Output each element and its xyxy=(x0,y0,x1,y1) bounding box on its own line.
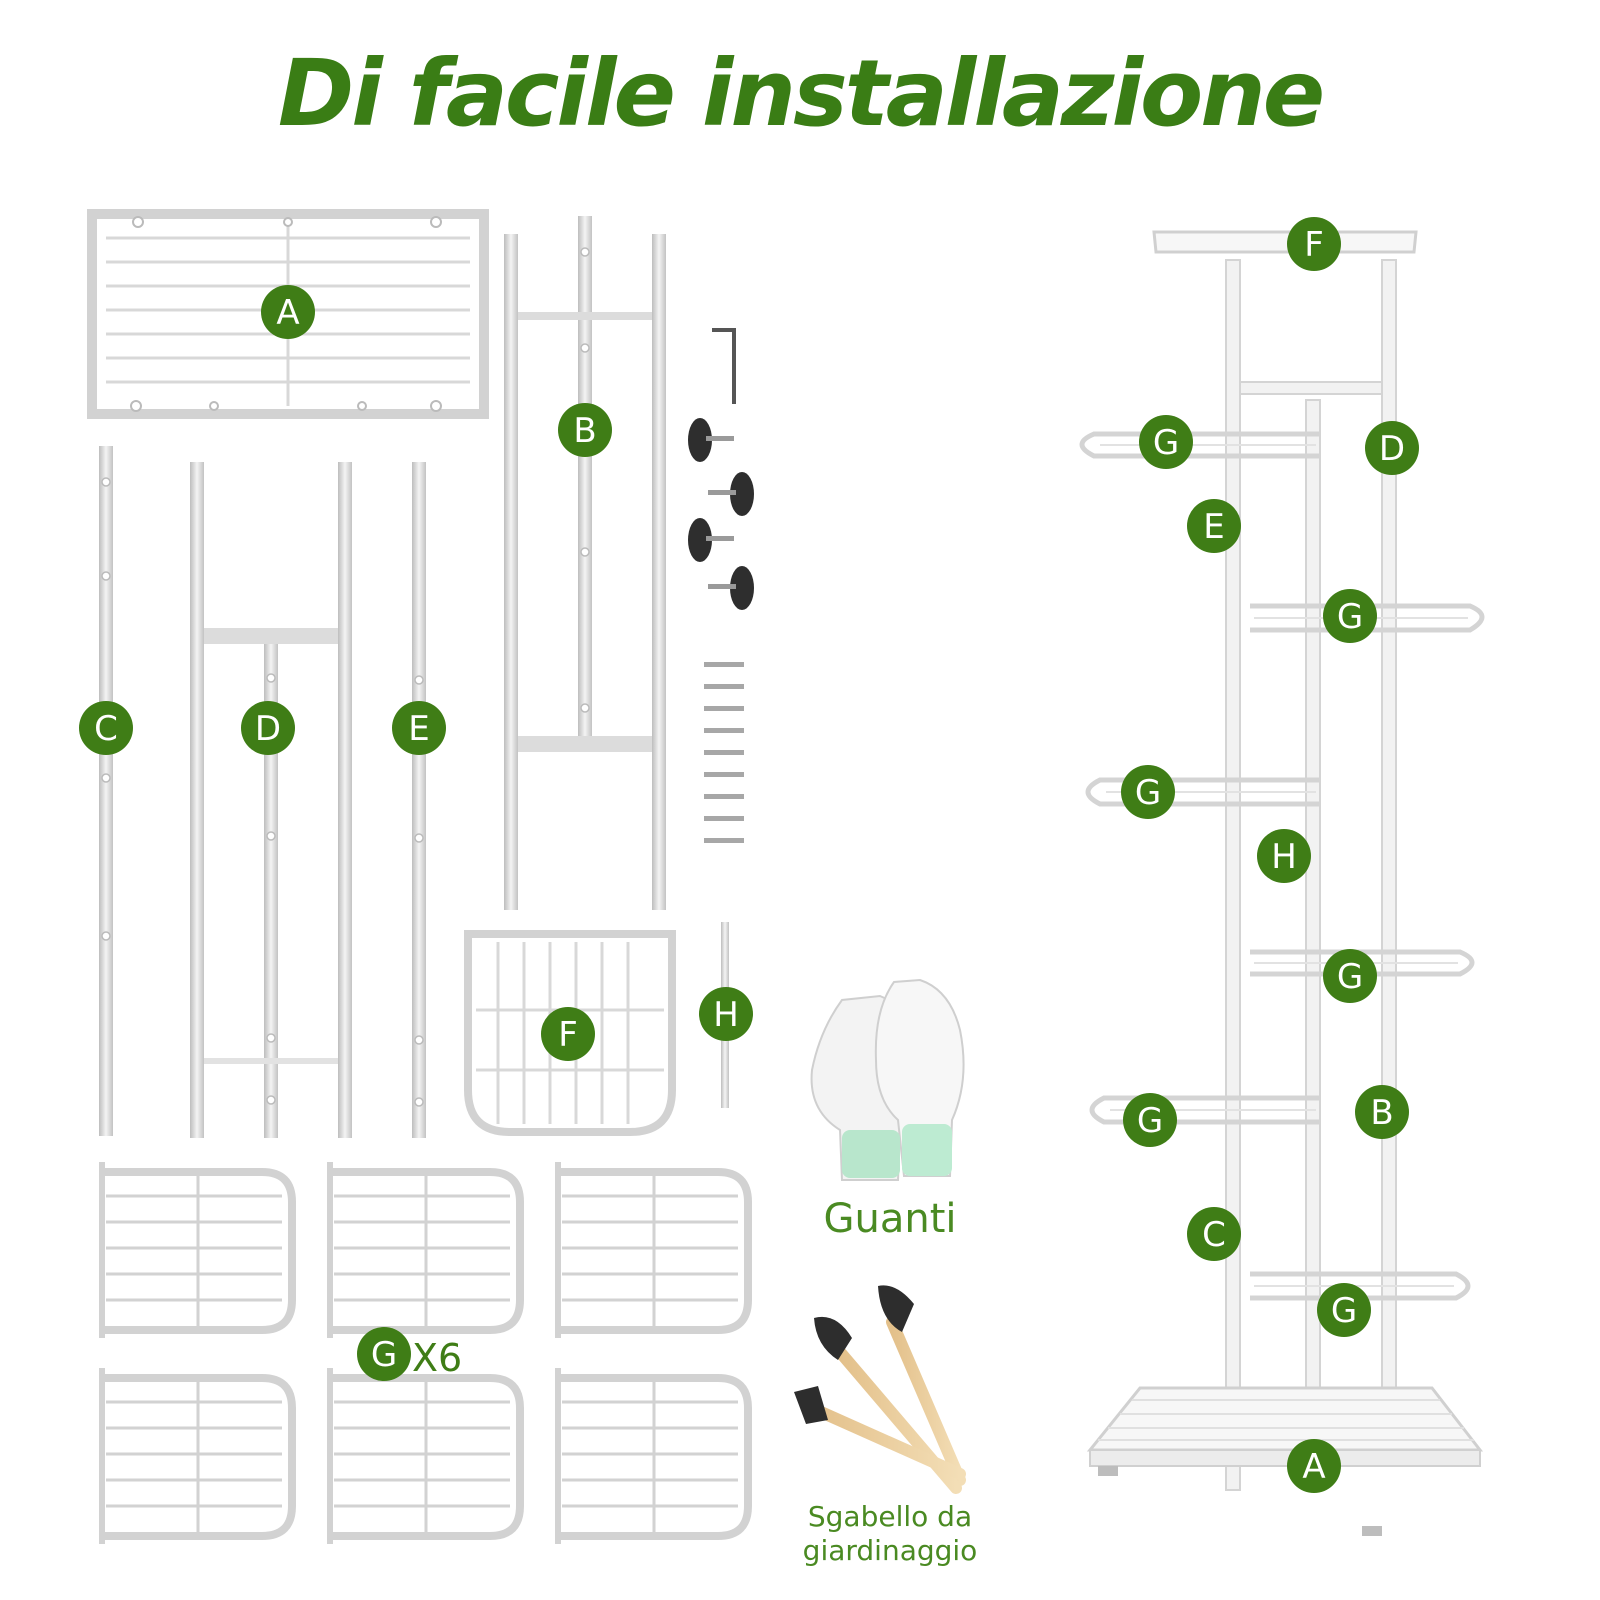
svg-text:G: G xyxy=(1137,1101,1163,1141)
screws xyxy=(704,662,744,843)
badge-b-assembled: B xyxy=(1355,1085,1409,1139)
shelf-g-3 xyxy=(555,1162,752,1338)
svg-text:A: A xyxy=(1302,1447,1325,1487)
svg-text:C: C xyxy=(94,709,118,749)
svg-text:D: D xyxy=(1379,429,1405,469)
badge-a-assembled: A xyxy=(1287,1439,1341,1493)
assembled-plant-stand xyxy=(1079,230,1485,1536)
badge-b-loose: B xyxy=(558,403,612,457)
badge-f-loose: F xyxy=(541,1007,595,1061)
svg-text:G: G xyxy=(371,1335,397,1375)
svg-text:D: D xyxy=(255,709,281,749)
shelf-g-4 xyxy=(99,1368,296,1544)
garden-tools-label-line1: Sgabello da xyxy=(807,1500,973,1533)
svg-text:F: F xyxy=(1304,225,1324,265)
svg-text:H: H xyxy=(1271,837,1297,877)
svg-text:A: A xyxy=(276,293,299,333)
garden-tools-label-line2: giardinaggio xyxy=(802,1534,978,1567)
svg-text:F: F xyxy=(558,1015,578,1055)
part-c-rod xyxy=(99,446,113,1136)
badge-d-assembled: D xyxy=(1365,421,1419,475)
garden-tools-label: Sgabello da giardinaggio xyxy=(775,1500,1005,1568)
svg-text:G: G xyxy=(1153,423,1179,463)
svg-text:G: G xyxy=(1135,773,1161,813)
gloves-label: Guanti xyxy=(823,1196,957,1242)
badge-d-loose: D xyxy=(241,701,295,755)
badge-g-assembled-3: G xyxy=(1121,765,1175,819)
badge-f-assembled: F xyxy=(1287,217,1341,271)
badge-a-loose: A xyxy=(261,285,315,339)
part-b-frame xyxy=(504,216,666,910)
badge-g-loose: G xyxy=(357,1327,411,1381)
svg-text:B: B xyxy=(573,411,596,451)
svg-text:C: C xyxy=(1202,1215,1226,1255)
badge-c-assembled: C xyxy=(1187,1207,1241,1261)
svg-text:G: G xyxy=(1331,1291,1357,1331)
svg-text:H: H xyxy=(713,995,739,1035)
hardware-kit xyxy=(688,328,754,843)
badge-g-assembled-1: G xyxy=(1139,415,1193,469)
shelf-quantity-label: X6 xyxy=(412,1336,463,1380)
shelf-g-1 xyxy=(99,1162,296,1338)
badge-e-assembled: E xyxy=(1187,499,1241,553)
svg-text:E: E xyxy=(408,709,429,749)
badge-g-assembled-6: G xyxy=(1317,1283,1371,1337)
gloves-image xyxy=(810,978,965,1181)
page-title: Di facile installazione xyxy=(277,40,1325,147)
badge-h-assembled: H xyxy=(1257,829,1311,883)
svg-text:E: E xyxy=(1203,507,1224,547)
part-e-rod xyxy=(412,462,426,1138)
part-g-shelves xyxy=(99,1162,752,1544)
svg-text:B: B xyxy=(1370,1093,1393,1133)
svg-text:G: G xyxy=(1337,957,1363,997)
leveling-feet xyxy=(688,418,754,610)
shelf-g-2 xyxy=(327,1162,524,1338)
badge-h-loose: H xyxy=(699,987,753,1041)
shelf-g-6 xyxy=(555,1368,752,1544)
part-a-base-tray xyxy=(87,209,489,419)
badge-c-loose: C xyxy=(79,701,133,755)
badge-g-assembled-4: G xyxy=(1323,949,1377,1003)
part-d-frame xyxy=(190,462,352,1138)
shelf-g-5 xyxy=(327,1368,524,1544)
badge-e-loose: E xyxy=(392,701,446,755)
garden-tools-image xyxy=(794,1285,966,1494)
svg-text:G: G xyxy=(1337,597,1363,637)
badge-g-assembled-2: G xyxy=(1323,589,1377,643)
badge-g-assembled-5: G xyxy=(1123,1093,1177,1147)
